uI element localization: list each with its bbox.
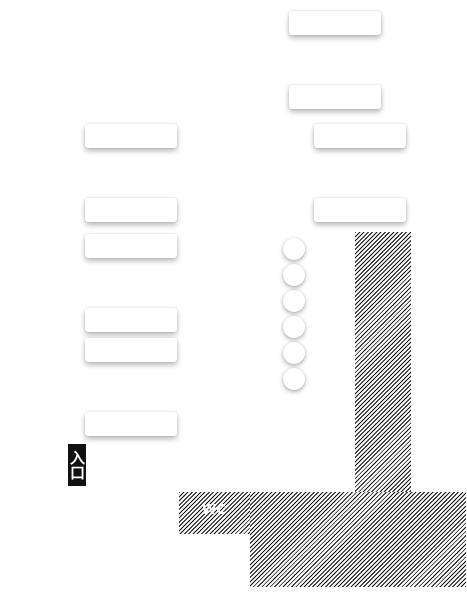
table-tile-r3[interactable] [314,124,406,148]
round-table-4[interactable] [283,316,305,338]
table-tile-l6[interactable] [85,412,177,436]
hatched-pillar [355,232,411,494]
round-table-2[interactable] [283,264,305,286]
round-table-1[interactable] [283,238,305,260]
hatched-wc-area [179,492,250,534]
entrance-label: 入口 [68,450,86,480]
table-tile-r1[interactable] [289,11,381,35]
round-table-3[interactable] [283,290,305,312]
round-table-6[interactable] [283,368,305,390]
table-tile-l4[interactable] [85,308,177,332]
table-tile-r2[interactable] [289,85,381,109]
round-table-5[interactable] [283,342,305,364]
table-tile-l1[interactable] [85,124,177,148]
entrance-marker[interactable]: 入口 [68,444,86,486]
table-tile-l2[interactable] [85,198,177,222]
table-tile-r4[interactable] [314,198,406,222]
table-tile-l3[interactable] [85,234,177,258]
table-tile-l5[interactable] [85,338,177,362]
hatched-office-area [250,492,466,587]
wc-label: WC [202,503,226,518]
